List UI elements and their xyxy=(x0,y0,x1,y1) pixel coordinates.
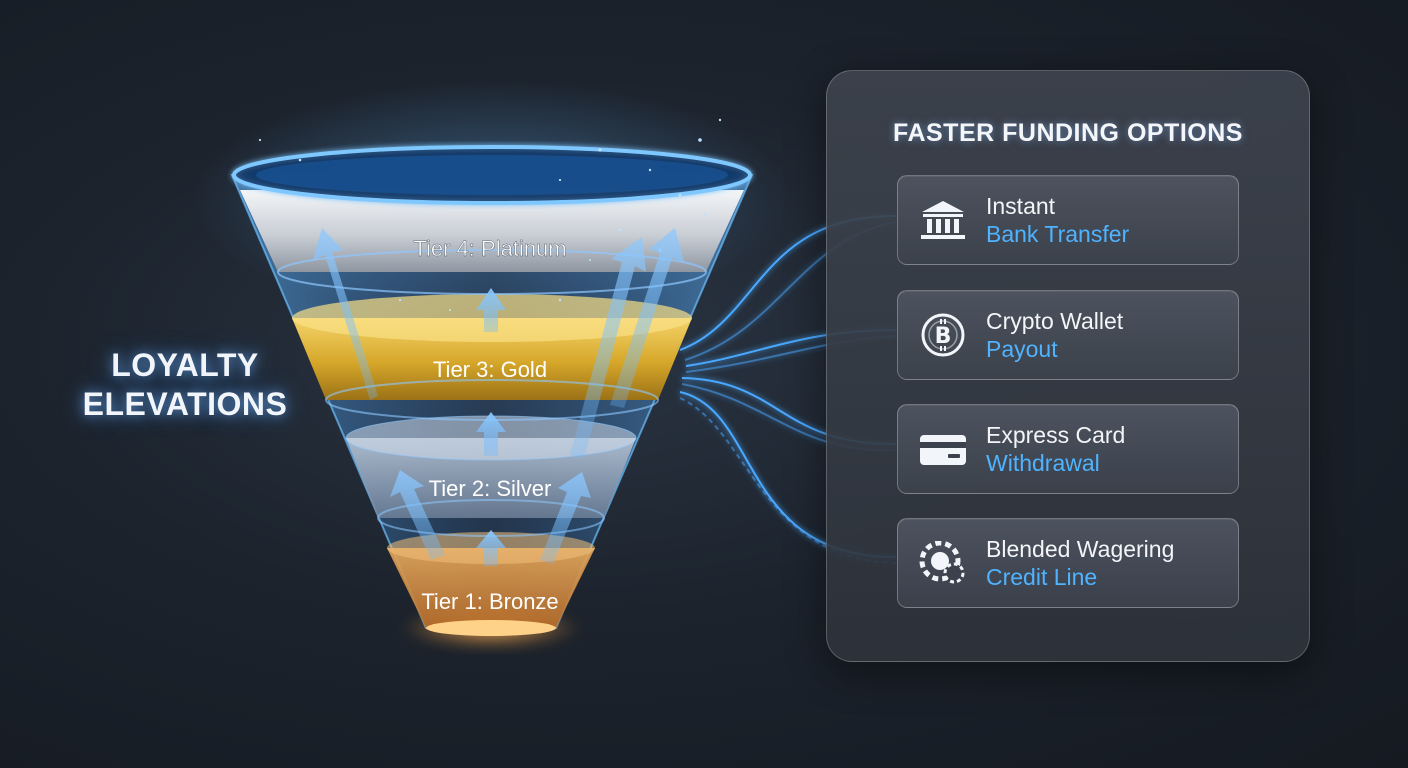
tier-label-gold: Tier 3: Gold xyxy=(433,357,547,382)
bank-icon xyxy=(921,201,965,239)
side-title-line2: ELEVATIONS xyxy=(82,386,288,422)
credit-card-icon xyxy=(920,435,966,465)
option-title: Instant xyxy=(986,193,1056,219)
side-title: LOYALTY ELEVATIONS xyxy=(60,346,310,424)
arrow-up-icon xyxy=(390,470,445,560)
casino-chip-icon xyxy=(919,541,965,584)
upward-arrows xyxy=(313,228,684,566)
panel-title: FASTER FUNDING OPTIONS xyxy=(893,119,1243,147)
arrow-up-icon xyxy=(476,288,506,332)
option-subtitle: Withdrawal xyxy=(986,450,1100,476)
side-title-line1: LOYALTY xyxy=(111,347,259,383)
option-title: Blended Wagering xyxy=(986,536,1175,562)
bitcoin-icon: B xyxy=(921,313,965,357)
funnel-top-opening xyxy=(256,155,728,195)
tier-band-silver xyxy=(346,438,636,518)
svg-text:B: B xyxy=(935,324,952,349)
arrow-up-icon xyxy=(476,530,506,566)
arrow-up-icon xyxy=(610,228,684,408)
option-subtitle: Bank Transfer xyxy=(986,221,1130,247)
tier-band-platinum xyxy=(240,190,744,272)
option-title: Express Card xyxy=(986,422,1126,448)
tier-label-bronze: Tier 1: Bronze xyxy=(421,589,558,614)
tier-base-bronze xyxy=(426,620,556,636)
arrow-up-icon xyxy=(570,237,646,459)
tier-label-silver: Tier 2: Silver xyxy=(429,476,552,501)
option-subtitle: Payout xyxy=(986,336,1058,362)
arrow-up-icon xyxy=(313,228,378,400)
tier-label-platinum: Tier 4: Platinum xyxy=(413,236,566,261)
option-instant-bank-transfer[interactable]: Instant Bank Transfer xyxy=(897,175,1239,265)
option-title: Crypto Wallet xyxy=(986,308,1124,334)
arrow-up-icon xyxy=(540,472,591,564)
option-crypto-wallet-payout[interactable]: B Crypto Wallet Payout xyxy=(897,290,1239,380)
option-express-card-withdrawal[interactable]: Express Card Withdrawal xyxy=(897,404,1239,494)
option-blended-wagering-credit-line[interactable]: Blended Wagering Credit Line xyxy=(897,518,1239,608)
option-subtitle: Credit Line xyxy=(986,564,1098,590)
funding-options-panel: FASTER FUNDING OPTIONS Instant Bank Tran… xyxy=(826,70,1310,662)
arrow-up-icon xyxy=(476,412,506,456)
tier-band-bronze xyxy=(387,548,595,628)
